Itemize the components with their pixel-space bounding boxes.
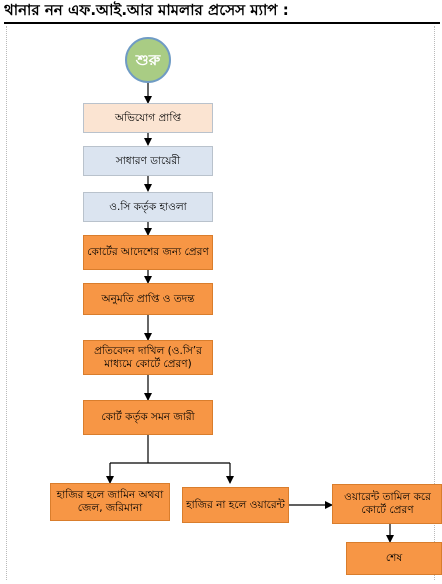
- present-bail-fine-node: হাজির হলে জামিন অথবা জেল, জরিমানা: [50, 483, 170, 521]
- end-node: শেষ: [346, 542, 442, 575]
- court-summons-node: কোর্ট কর্তৃক সমন জারী: [83, 400, 213, 435]
- permission-investigation-node: অনুমতি প্রাপ্তি ও তদন্ত: [83, 283, 213, 315]
- general-diary-node: সাধারণ ডায়েরী: [83, 146, 213, 176]
- right-guide-line: [434, 26, 435, 580]
- oc-handover-node: ও.সি কর্তৃক হাওলা: [83, 192, 213, 222]
- warrant-execution-node: ওয়ারেন্ট তামিল করে কোর্টে প্রেরণ: [332, 484, 442, 524]
- absent-warrant-node: হাজির না হলে ওয়ারেন্ট: [182, 487, 289, 523]
- complaint-received-node: অভিযোগ প্রাপ্তি: [83, 103, 213, 133]
- start-node: শুরু: [125, 37, 171, 83]
- court-order-request-node: কোর্টের আদেশের জন্য প্রেরণ: [83, 235, 213, 270]
- left-guide-line: [6, 26, 7, 580]
- report-submission-node: প্রতিবেদন দাখিল (ও.সি’র মাধ্যমে কোর্টে প…: [83, 340, 213, 375]
- page-title: থানার নন এফ.আই.আর মামলার প্রসেস ম্যাপ :: [4, 0, 440, 24]
